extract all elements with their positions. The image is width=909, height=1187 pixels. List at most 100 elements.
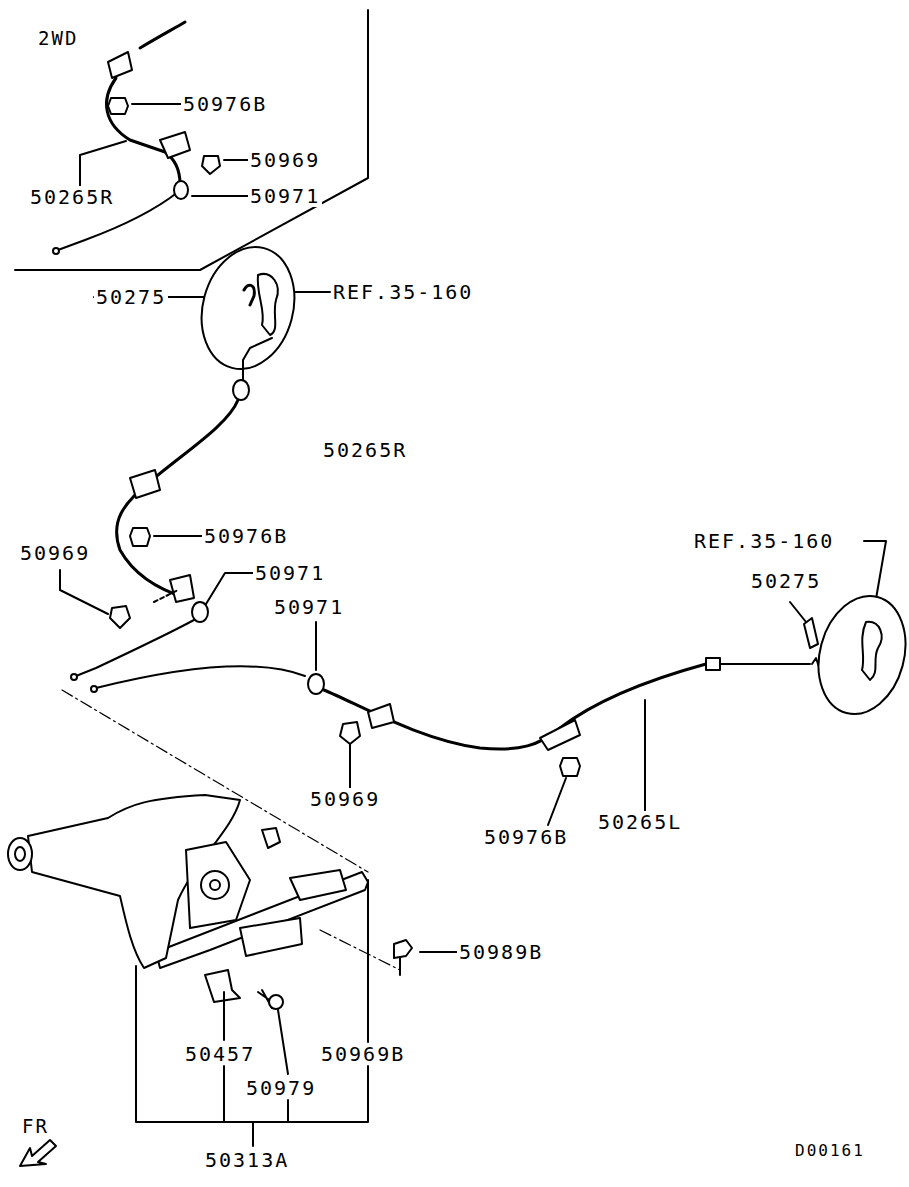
callout-number: REF.35-160 [331,281,475,303]
leader-line [224,159,248,161]
callout-number: 50979 [244,1077,318,1099]
brake-lever [205,970,240,1002]
brake-lever [290,870,346,900]
cable-left [804,618,818,648]
bracket-line [223,992,225,1040]
bracket-line [367,880,369,1042]
cable-2wd [140,22,185,48]
cable-right [71,338,272,680]
leader-line [80,141,126,186]
callout-number: 50275 [749,570,823,592]
callout-number: 50275 [94,286,168,308]
brake-lever [210,880,220,890]
leader-line [315,622,317,670]
brake-drum [258,274,278,335]
brake-drum [188,236,307,379]
callout-number: 50989B [457,941,545,963]
cable-left [324,664,706,749]
cable-2wd [107,78,180,184]
brake-lever [399,958,401,975]
brake-lever [240,918,302,956]
cable-right [130,528,150,546]
leader-line [60,570,108,614]
cable-left [706,658,720,670]
brake-lever [262,828,280,848]
brake-lever [269,995,283,1009]
direction-label: FR [20,1115,51,1137]
callout-number: 50969B [319,1043,407,1065]
cable-left [720,663,810,665]
callout-number: 50969 [308,788,382,810]
cable-2wd [202,156,220,174]
brake-lever [186,842,250,928]
brake-lever [15,847,25,861]
front-arrow [20,1140,56,1166]
callout-number: REF.35-160 [692,530,836,552]
cable-right [76,620,194,676]
bracket-line [136,880,368,1146]
cable-left [96,666,305,688]
callout-number: 50971 [253,562,327,584]
brake-drum [188,236,307,379]
brake-lever [394,940,412,958]
brake-drum [244,285,254,305]
figure-code: D00161 [793,1140,867,1162]
inset-frame [15,10,368,270]
cable-left [91,686,97,692]
cable-left [540,720,580,750]
cable-right [243,338,272,385]
callout-number: 50457 [183,1043,257,1065]
cable-2wd [174,181,188,199]
callout-number: 50971 [272,596,346,618]
leader-line [349,742,351,790]
callout-number: 50313A [203,1149,291,1171]
brake-lever [8,838,32,870]
leader-line [548,778,566,825]
leader-line [154,535,202,537]
cable-right [117,400,238,598]
brake-drum [806,586,909,724]
leader-line [644,700,646,812]
cable-left [340,722,360,744]
cable-right [192,602,208,622]
leader-line [132,103,181,105]
leader-line [80,104,330,297]
callout-number: 50976B [181,93,269,115]
callout-number: 50976B [482,826,570,848]
callout-number: 50971 [248,185,322,207]
leader-line [420,951,457,953]
cable-left [308,674,324,694]
bracket-line [287,1100,289,1122]
cable-right [110,606,130,628]
cable-2wd [108,98,128,114]
callout-number: 50265R [321,439,409,461]
bracket-line [252,1122,254,1146]
cable-2wd [108,52,132,78]
callout-number: 50265L [596,811,684,833]
assembly-line [320,930,400,970]
leader-line [790,602,806,622]
cable-2wd [53,248,59,254]
cable-right [130,470,160,498]
cable-left [368,704,394,728]
cable-2wd [160,132,190,158]
brake-lever [201,871,229,899]
cable-right [233,380,249,400]
bracket-line [278,1010,288,1074]
cable-right [154,590,178,602]
callout-number: 50976B [202,525,290,547]
cable-right [170,575,194,602]
bracket-line [223,1066,225,1122]
brake-lever [8,795,412,1009]
callout-number: 50969 [18,542,92,564]
cable-left [91,618,852,776]
cable-left [560,758,580,776]
cable-2wd [53,22,220,254]
callout-number: 50265R [28,186,116,208]
leader-line [192,195,248,197]
cable-right [71,674,77,680]
brake-drum [862,622,882,680]
brake-drum [806,586,909,724]
leader-line [206,573,253,604]
